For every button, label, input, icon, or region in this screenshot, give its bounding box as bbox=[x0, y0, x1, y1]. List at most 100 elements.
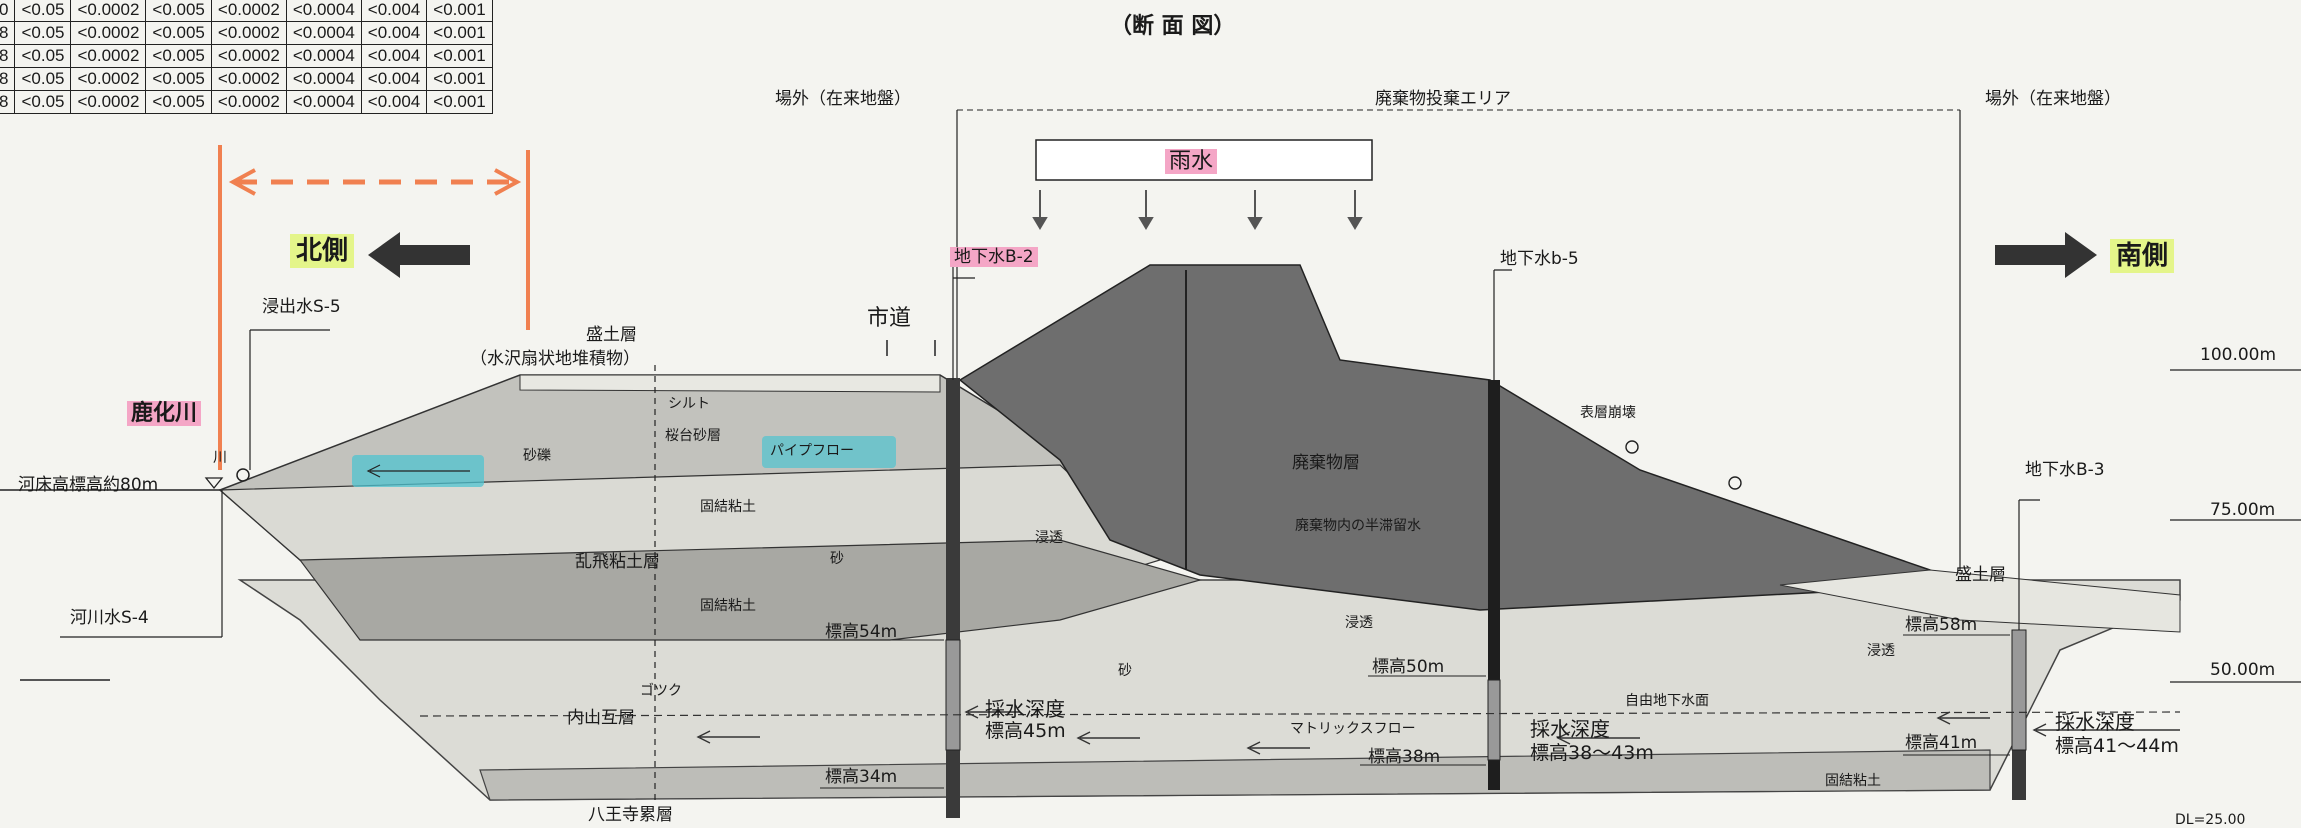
sampling-depth-b2: 標高45m bbox=[985, 720, 1066, 742]
table-cell: <0.05 bbox=[14, 44, 72, 68]
table-cell: <0.05 bbox=[14, 0, 72, 22]
well-b5-screen bbox=[1487, 679, 1501, 761]
table-cell: 8 bbox=[0, 21, 16, 45]
table-cell: <0.0004 bbox=[285, 21, 362, 45]
matrix-flow-label: マトリックスフロー bbox=[1290, 721, 1416, 737]
table-cell: <0.0002 bbox=[70, 44, 147, 68]
sand-label-1: 砂 bbox=[830, 551, 844, 567]
collapse-marker-1 bbox=[1625, 440, 1639, 454]
table-cell: <0.0002 bbox=[70, 0, 147, 22]
well-b2 bbox=[946, 378, 960, 818]
scale-cut-label: DL=25.00 bbox=[2175, 812, 2246, 828]
well-b5-label: 地下水b-5 bbox=[1500, 249, 1579, 269]
perched-water-label: 廃棄物内の半滞留水 bbox=[1295, 518, 1421, 534]
table-cell: <0.004 bbox=[360, 67, 428, 91]
table-cell: <0.0004 bbox=[285, 0, 362, 22]
table-cell: <0.0002 bbox=[210, 67, 287, 91]
elevation-38: 標高38m bbox=[1368, 747, 1441, 767]
table-cell: <0.001 bbox=[426, 67, 493, 91]
table-row: 8<0.05<0.0002<0.005<0.0002<0.0004<0.004<… bbox=[0, 44, 493, 68]
table-cell: <0.005 bbox=[145, 21, 212, 45]
data-table: 0<0.05<0.0002<0.005<0.0002<0.0004<0.004<… bbox=[0, 0, 493, 114]
infiltration-label-1: 浸透 bbox=[1035, 530, 1063, 546]
silt-cap bbox=[519, 374, 941, 393]
sand-label-2: 砂 bbox=[1118, 663, 1132, 679]
sampling-depth-b3: 標高41～44m bbox=[2055, 735, 2179, 757]
uchiyama-label: 内山互層 bbox=[567, 708, 635, 728]
infiltration-label-3: 浸透 bbox=[1867, 643, 1895, 659]
table-cell: <0.001 bbox=[426, 0, 493, 22]
riverbed-label: 河床高標高約80m bbox=[18, 475, 159, 495]
river-water-s4-label: 河川水S-4 bbox=[70, 608, 149, 628]
well-b2-screen bbox=[945, 639, 961, 751]
table-cell: <0.001 bbox=[426, 90, 493, 114]
table-row: 8<0.05<0.0002<0.005<0.0002<0.0004<0.004<… bbox=[0, 21, 493, 45]
scale-100: 100.00m bbox=[2200, 345, 2277, 365]
river-name-label: 鹿化川 bbox=[127, 395, 202, 427]
table-row: 8<0.05<0.0002<0.005<0.0002<0.0004<0.004<… bbox=[0, 90, 493, 114]
table-cell: <0.005 bbox=[145, 67, 212, 91]
table-cell: 8 bbox=[0, 44, 16, 68]
sampling-depth-b5-head: 採水深度 bbox=[1530, 717, 1610, 741]
river-marker-icon bbox=[236, 468, 250, 482]
hachioji-label: 八王寺累層 bbox=[588, 805, 673, 825]
consolidated-clay-label-3: 固結粘土 bbox=[1825, 773, 1881, 789]
table-cell: <0.004 bbox=[360, 90, 428, 114]
table-cell: <0.004 bbox=[360, 44, 428, 68]
surface-collapse-label: 表層崩壊 bbox=[1580, 405, 1636, 421]
table-cell: 0 bbox=[0, 0, 16, 22]
elevation-34: 標高34m bbox=[825, 767, 898, 787]
right-fill bbox=[1779, 569, 2181, 633]
table-cell: <0.05 bbox=[14, 90, 72, 114]
table-cell: <0.0004 bbox=[285, 90, 362, 114]
left-terrace-clay bbox=[298, 539, 1203, 641]
sampling-depth-b3-head: 採水深度 bbox=[2055, 710, 2135, 734]
north-label: 北側 bbox=[290, 230, 355, 268]
gravel-label: 砂礫 bbox=[523, 448, 551, 464]
table-row: 8<0.05<0.0002<0.005<0.0002<0.0004<0.004<… bbox=[0, 67, 493, 91]
header-left-outside: 場外（在来地盤） bbox=[775, 89, 911, 109]
table-cell: <0.004 bbox=[360, 0, 428, 22]
table-row: 0<0.05<0.0002<0.005<0.0002<0.0004<0.004<… bbox=[0, 0, 493, 22]
table-cell: <0.001 bbox=[426, 44, 493, 68]
sampling-depth-b5: 標高38～43m bbox=[1530, 742, 1654, 764]
well-b3-label: 地下水B-3 bbox=[2025, 460, 2105, 480]
table-cell: <0.0002 bbox=[210, 44, 287, 68]
elevation-41: 標高41m bbox=[1905, 733, 1978, 753]
south-arrow-icon bbox=[1995, 232, 2097, 278]
river-level-icon bbox=[204, 477, 224, 490]
collapse-marker-2 bbox=[1728, 476, 1742, 490]
sakuradai-sand-label: 桜台砂層 bbox=[665, 428, 721, 444]
table-cell: 8 bbox=[0, 90, 16, 114]
pipe-flow-label: パイプフロー bbox=[770, 443, 854, 459]
header-right-outside: 場外（在来地盤） bbox=[1985, 89, 2121, 109]
north-arrow-icon bbox=[368, 232, 470, 278]
free-groundwater-line bbox=[419, 711, 2181, 717]
fill-layer-label: 盛土層 bbox=[586, 325, 637, 345]
table-cell: <0.0002 bbox=[210, 21, 287, 45]
table-cell: <0.0002 bbox=[210, 90, 287, 114]
table-cell: <0.05 bbox=[14, 21, 72, 45]
flow-highlight-pipe bbox=[762, 436, 896, 468]
fill-layer-right-label: 盛土層 bbox=[1955, 565, 2006, 585]
table-cell: <0.0002 bbox=[70, 90, 147, 114]
south-label: 南側 bbox=[2110, 235, 2175, 273]
scale-75: 75.00m bbox=[2210, 500, 2276, 520]
table-cell: <0.005 bbox=[145, 90, 212, 114]
table-cell: <0.005 bbox=[145, 0, 212, 22]
waste-layer-label: 廃棄物層 bbox=[1292, 453, 1360, 473]
table-cell: <0.004 bbox=[360, 21, 428, 45]
rain-label: 雨水 bbox=[1165, 143, 1218, 175]
rain-arrows bbox=[1032, 190, 1363, 230]
elevation-54: 標高54m bbox=[825, 622, 898, 642]
gravel-kana-label: ゴツク bbox=[640, 683, 682, 699]
free-gw-label: 自由地下水面 bbox=[1625, 693, 1709, 709]
infiltration-label-2: 浸透 bbox=[1345, 615, 1373, 631]
consolidated-clay-label-2: 固結粘土 bbox=[700, 598, 756, 614]
header-disposal-area: 廃棄物投棄エリア bbox=[1375, 89, 1511, 109]
consolidated-clay-label-1: 固結粘土 bbox=[700, 499, 756, 515]
ranpi-clay-label: 乱飛粘土層 bbox=[575, 552, 660, 572]
table-cell: 8 bbox=[0, 67, 16, 91]
river-label: 川 bbox=[213, 450, 227, 466]
